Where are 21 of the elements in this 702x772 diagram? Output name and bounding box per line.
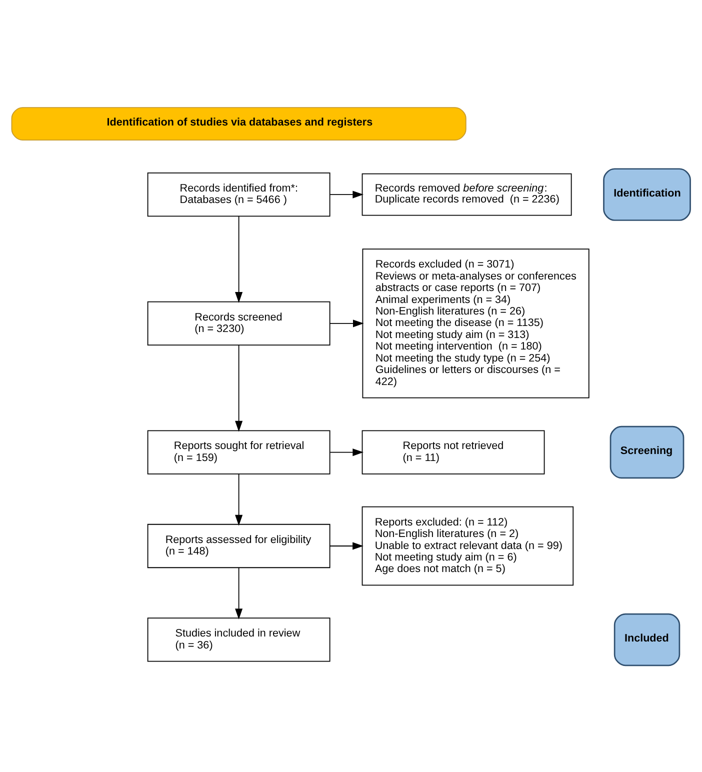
arrow — [330, 190, 364, 198]
node-box: Reports excluded: (n = 112) Non-English literatures (n = 2) Unable to extract relevant data (n = 99) Not meeting study aim (n = 6) Age does not match (n = 5) — [362, 506, 574, 586]
arrow — [235, 473, 243, 526]
node-box: Identification — [603, 168, 691, 220]
arrow — [330, 448, 364, 456]
node-box: Identification of studies via databases and registers — [11, 106, 466, 140]
node-box: Reports assessed for eligibility (n = 148) — [147, 523, 330, 568]
node-box: Records excluded (n = 3071) Reviews or meta-analyses or conferences abstracts or case reports (n = 707) Animal experiments (n = 34) Non-English literatures (n = 26) Not meeting the disease (n = 1135) Not meeting study aim (n = 313) Not meeting intervention (n = 180) Not meeting the study type (n = 254) Guidelines or letters or discourses (n = 422) — [362, 248, 590, 398]
arrow — [330, 542, 364, 550]
node-box: Included — [614, 612, 680, 666]
arrow — [235, 344, 243, 432]
node-box: Records removed before screening: Duplicate records removed (n = 2236) — [362, 172, 572, 216]
arrow — [330, 319, 364, 327]
node-box: Studies included in review (n = 36) — [147, 617, 330, 662]
arrow — [235, 216, 243, 302]
node-box: Records screened (n = 3230) — [147, 300, 330, 345]
node-box: Reports not retrieved (n = 11) — [362, 430, 545, 474]
arrow — [235, 566, 243, 619]
node-box: Screening — [610, 425, 684, 478]
node-box: Reports sought for retrieval (n = 159) — [147, 430, 330, 474]
node-box: Records identified from*: Databases (n = 5466 ) — [147, 172, 330, 216]
